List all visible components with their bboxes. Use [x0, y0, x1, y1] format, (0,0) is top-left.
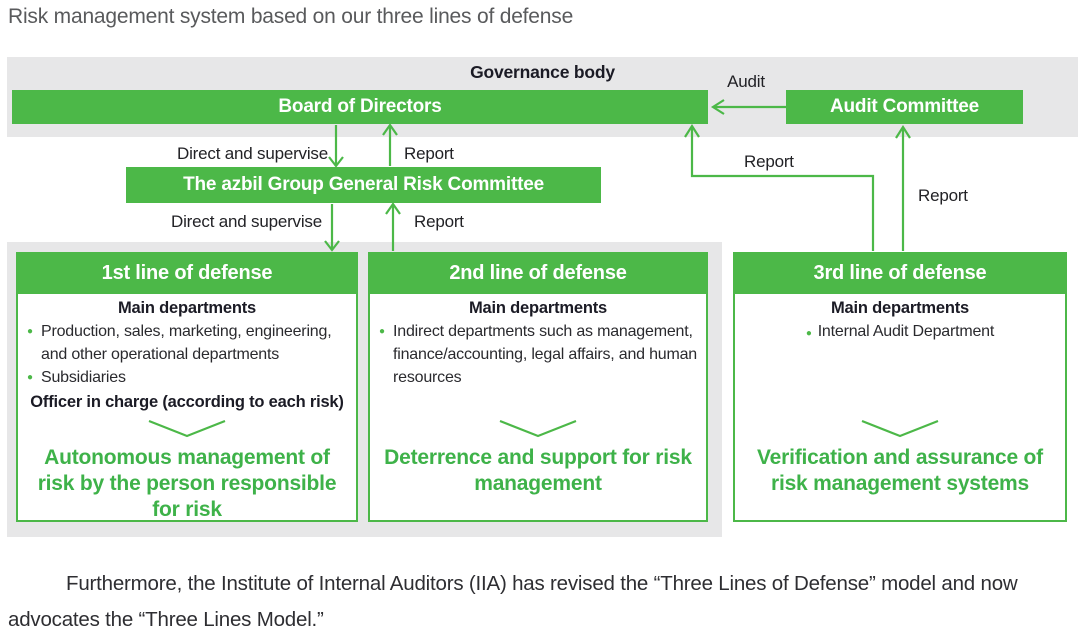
report-label-2: Report: [414, 212, 464, 231]
third-line-body: Main departments Internal Audit Departme…: [733, 294, 1067, 522]
direct-and-supervise-label-2: Direct and supervise: [171, 212, 322, 231]
board-of-directors-bar: Board of Directors: [12, 90, 708, 124]
third-line-header: 3rd line of defense: [733, 252, 1067, 294]
report-label-1: Report: [404, 144, 454, 163]
audit-arrow-label: Audit: [727, 72, 765, 91]
officer-in-charge-note: Officer in charge (according to each ris…: [30, 393, 344, 411]
list-item: Internal Audit Department: [744, 320, 1056, 345]
main-departments-label: Main departments: [118, 299, 256, 317]
chevron-down-icon: [861, 419, 939, 438]
first-line-box: 1st line of defense Main departments Pro…: [16, 252, 358, 522]
report-elbow-arrow-3rd-to-board: [684, 123, 875, 251]
third-line-outcome: Verification and assurance of risk manag…: [757, 446, 1043, 495]
report-up-arrow-3rd-to-audit: [895, 124, 911, 251]
second-line-department-list: Indirect departments such as management,…: [379, 320, 697, 389]
direct-and-supervise-label-1: Direct and supervise: [177, 144, 328, 163]
third-line-box: 3rd line of defense Main departments Int…: [733, 252, 1067, 522]
audit-committee-bar: Audit Committee: [786, 90, 1023, 124]
footer-paragraph: Furthermore, the Institute of Internal A…: [8, 572, 1018, 631]
list-item: Subsidiaries: [27, 366, 347, 389]
first-line-body: Main departments Production, sales, mark…: [16, 294, 358, 522]
first-line-department-list: Production, sales, marketing, engineerin…: [27, 320, 347, 389]
first-line-header: 1st line of defense: [16, 252, 358, 294]
second-line-outcome: Deterrence and support for risk manageme…: [384, 446, 692, 495]
second-line-box: 2nd line of defense Main departments Ind…: [368, 252, 708, 522]
second-line-body: Main departments Indirect departments su…: [368, 294, 708, 522]
report-label-3rd-to-audit: Report: [918, 186, 968, 205]
report-label-3rd-to-board: Report: [744, 152, 794, 171]
chevron-down-icon: [499, 419, 577, 438]
governance-body-label: Governance body: [470, 62, 615, 82]
second-line-header: 2nd line of defense: [368, 252, 708, 294]
risk-committee-bar: The azbil Group General Risk Committee: [126, 167, 601, 203]
page-title: Risk management system based on our thre…: [8, 5, 574, 28]
main-departments-label: Main departments: [831, 299, 969, 317]
chevron-down-icon: [148, 419, 226, 438]
third-line-department-list: Internal Audit Department: [744, 320, 1056, 345]
list-item: Indirect departments such as management,…: [379, 320, 697, 389]
list-item: Production, sales, marketing, engineerin…: [27, 320, 347, 366]
main-departments-label: Main departments: [469, 299, 607, 317]
first-line-outcome: Autonomous management of risk by the per…: [37, 446, 337, 521]
